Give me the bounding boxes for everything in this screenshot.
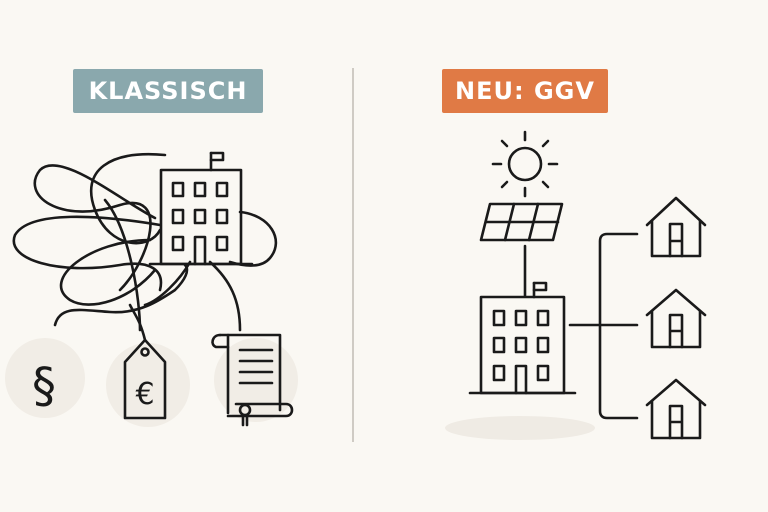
house-icon-2 (645, 288, 707, 349)
tangled-lines-icon (12, 152, 278, 342)
paragraph-icon: § (32, 358, 56, 414)
klassisch-badge: KLASSISCH (73, 69, 263, 113)
icon-backgrounds (5, 338, 298, 427)
building-icon-left (148, 151, 254, 266)
house-icon-1 (645, 196, 707, 258)
distribution-lines (568, 232, 639, 420)
house-icon-3 (645, 378, 707, 440)
sun-icon (491, 130, 559, 198)
euro-price-tag-icon: € (123, 338, 167, 420)
neu-ggv-badge: NEU: GGV (442, 69, 608, 113)
svg-text:§: § (32, 358, 56, 414)
solar-panel-icon (479, 202, 564, 298)
svg-text:€: € (135, 377, 154, 412)
building-shadow (445, 416, 595, 440)
building-icon-right (468, 281, 577, 395)
divider (352, 68, 354, 442)
contract-scroll-icon (211, 333, 294, 427)
